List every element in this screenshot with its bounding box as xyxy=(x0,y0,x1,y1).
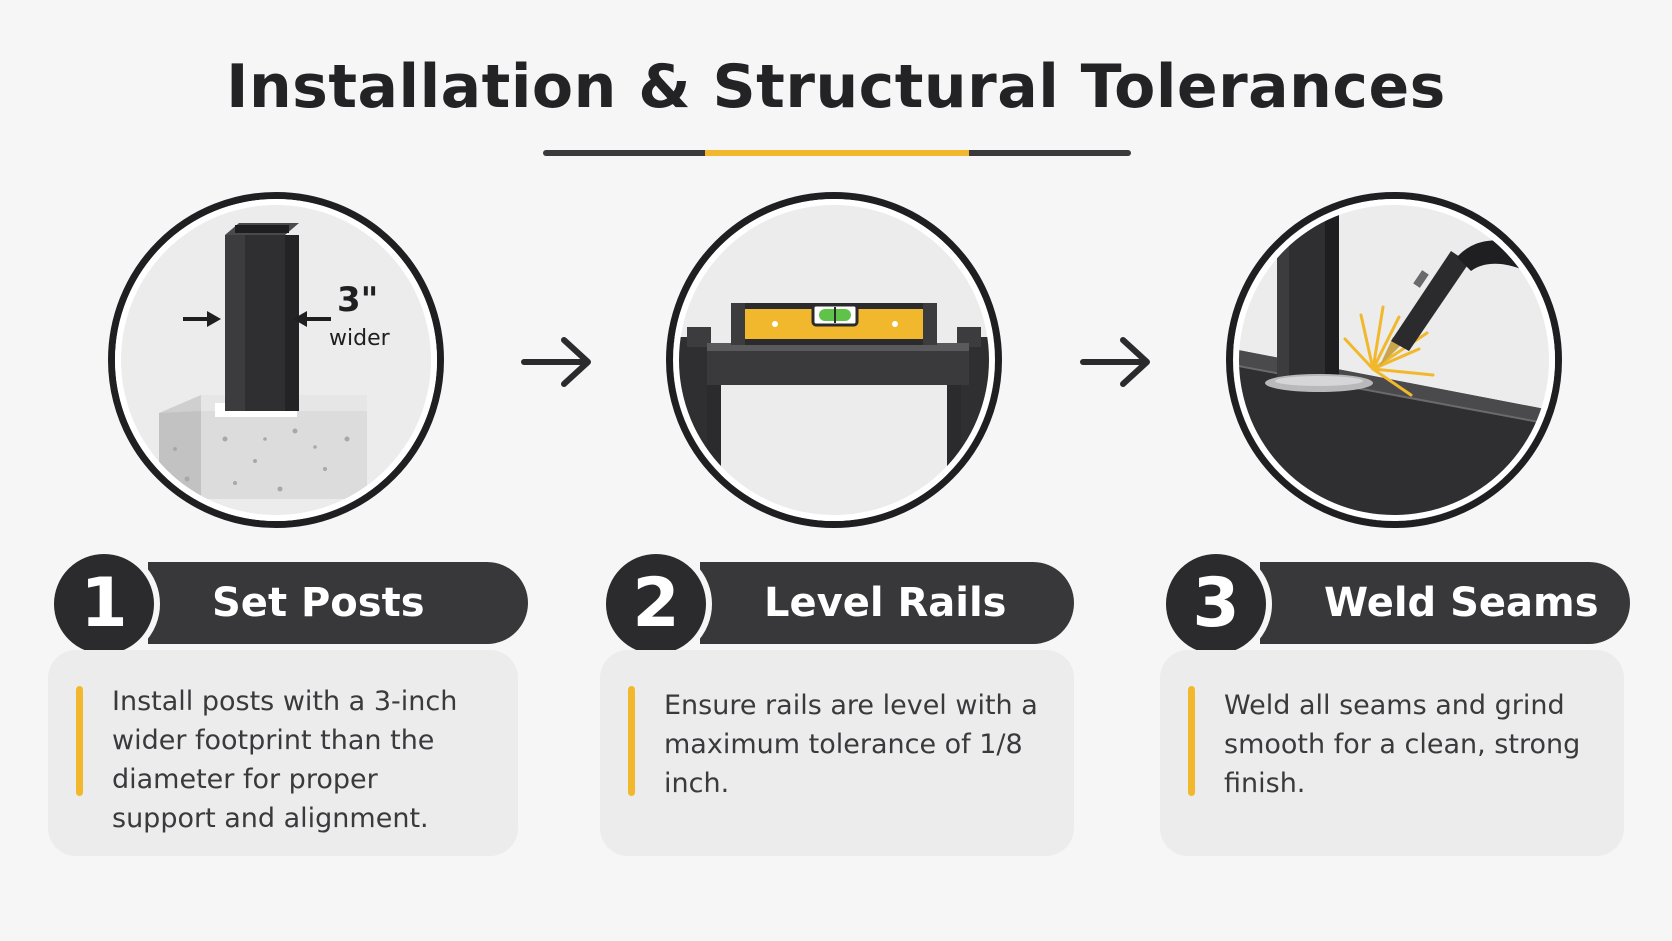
step-2-header: Level Rails 2 xyxy=(600,548,1080,660)
spirit-level-on-rail-icon xyxy=(673,199,995,521)
step-2-label: Level Rails xyxy=(700,562,1074,644)
arrow-right-icon xyxy=(1080,337,1150,387)
dimension-note: wider xyxy=(329,326,391,351)
step-2-illustration xyxy=(666,192,1002,528)
step-3-label: Weld Seams xyxy=(1260,562,1630,644)
step-3-description: Weld all seams and grind smooth for a cl… xyxy=(1224,690,1581,799)
card-accent-bar xyxy=(1188,686,1195,796)
step-1-number: 1 xyxy=(48,548,160,660)
step-2-card: Ensure rails are level with a maximum to… xyxy=(600,650,1074,856)
card-accent-bar xyxy=(76,686,83,796)
step-1-header: Set Posts 1 xyxy=(48,548,528,660)
step-3-number: 3 xyxy=(1160,548,1272,660)
step-3-illustration xyxy=(1226,192,1562,528)
step-3-card: Weld all seams and grind smooth for a cl… xyxy=(1160,650,1624,856)
step-1-illustration: 3" wider xyxy=(108,192,444,528)
arrow-right-icon xyxy=(521,337,591,387)
card-accent-bar xyxy=(628,686,635,796)
page-title: Installation & Structural Tolerances xyxy=(226,52,1446,122)
step-2-number: 2 xyxy=(600,548,712,660)
step-2-description: Ensure rails are level with a maximum to… xyxy=(664,690,1038,799)
step-1-label: Set Posts xyxy=(148,562,528,644)
welding-torch-icon xyxy=(1233,199,1555,521)
dimension-label: 3" xyxy=(337,280,378,320)
post-on-concrete-footing-icon: 3" wider xyxy=(115,199,437,521)
title-underline-accent xyxy=(705,150,969,156)
title-underline xyxy=(543,150,1131,156)
step-1-card: Install posts with a 3-inch wider footpr… xyxy=(48,650,518,856)
step-3-header: Weld Seams 3 xyxy=(1160,548,1630,660)
step-1-description: Install posts with a 3-inch wider footpr… xyxy=(112,686,458,834)
